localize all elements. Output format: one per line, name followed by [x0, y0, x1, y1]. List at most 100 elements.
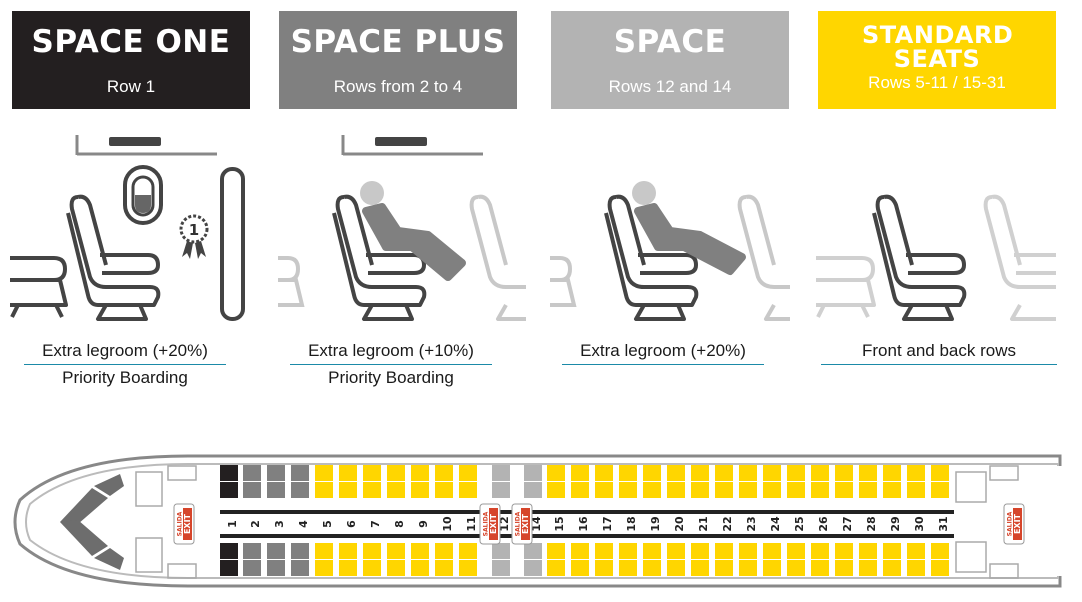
seat-row-22-4[interactable] — [715, 560, 733, 576]
seat-row-9-1[interactable] — [411, 465, 429, 481]
seat-row-25-4[interactable] — [787, 560, 805, 576]
seat-row-5-2[interactable] — [315, 482, 333, 498]
seat-row-22-2[interactable] — [715, 482, 733, 498]
seat-row-17-1[interactable] — [595, 465, 613, 481]
seat-row-29-2[interactable] — [883, 482, 901, 498]
seat-row-25-3[interactable] — [787, 543, 805, 559]
seat-row-27-3[interactable] — [835, 543, 853, 559]
seat-row-22-3[interactable] — [715, 543, 733, 559]
seat-row-12-2[interactable] — [492, 482, 510, 498]
seat-row-21-2[interactable] — [691, 482, 709, 498]
seat-row-12-3[interactable] — [492, 543, 510, 559]
seat-row-2-4[interactable] — [243, 560, 261, 576]
seat-row-10-3[interactable] — [435, 543, 453, 559]
seat-row-15-2[interactable] — [547, 482, 565, 498]
seat-row-11-2[interactable] — [459, 482, 477, 498]
seat-row-18-1[interactable] — [619, 465, 637, 481]
seat-row-7-4[interactable] — [363, 560, 381, 576]
seat-row-31-4[interactable] — [931, 560, 949, 576]
seat-row-30-2[interactable] — [907, 482, 925, 498]
seat-row-20-3[interactable] — [667, 543, 685, 559]
seat-row-29-1[interactable] — [883, 465, 901, 481]
seat-row-30-4[interactable] — [907, 560, 925, 576]
seat-row-8-4[interactable] — [387, 560, 405, 576]
seat-row-12-1[interactable] — [492, 465, 510, 481]
seat-row-4-4[interactable] — [291, 560, 309, 576]
seat-row-25-2[interactable] — [787, 482, 805, 498]
seat-row-19-4[interactable] — [643, 560, 661, 576]
seat-row-14-1[interactable] — [524, 465, 542, 481]
seat-row-6-2[interactable] — [339, 482, 357, 498]
seat-row-23-3[interactable] — [739, 543, 757, 559]
seat-row-24-2[interactable] — [763, 482, 781, 498]
seat-row-29-3[interactable] — [883, 543, 901, 559]
seat-row-27-4[interactable] — [835, 560, 853, 576]
seat-row-28-2[interactable] — [859, 482, 877, 498]
seat-row-10-1[interactable] — [435, 465, 453, 481]
seat-row-23-4[interactable] — [739, 560, 757, 576]
seat-row-20-2[interactable] — [667, 482, 685, 498]
seat-row-12-4[interactable] — [492, 560, 510, 576]
seat-row-11-3[interactable] — [459, 543, 477, 559]
seat-row-3-4[interactable] — [267, 560, 285, 576]
seat-row-18-3[interactable] — [619, 543, 637, 559]
seat-row-31-2[interactable] — [931, 482, 949, 498]
seat-row-14-2[interactable] — [524, 482, 542, 498]
seat-row-4-2[interactable] — [291, 482, 309, 498]
seat-row-3-3[interactable] — [267, 543, 285, 559]
seat-row-4-3[interactable] — [291, 543, 309, 559]
seat-row-18-4[interactable] — [619, 560, 637, 576]
seat-row-23-2[interactable] — [739, 482, 757, 498]
seat-row-27-2[interactable] — [835, 482, 853, 498]
seat-row-21-3[interactable] — [691, 543, 709, 559]
seat-row-26-1[interactable] — [811, 465, 829, 481]
seat-row-5-3[interactable] — [315, 543, 333, 559]
seat-row-14-4[interactable] — [524, 560, 542, 576]
seat-row-9-2[interactable] — [411, 482, 429, 498]
seat-row-18-2[interactable] — [619, 482, 637, 498]
seat-row-8-2[interactable] — [387, 482, 405, 498]
seat-row-19-2[interactable] — [643, 482, 661, 498]
seat-row-23-1[interactable] — [739, 465, 757, 481]
seat-row-11-4[interactable] — [459, 560, 477, 576]
seat-row-8-1[interactable] — [387, 465, 405, 481]
seat-row-6-3[interactable] — [339, 543, 357, 559]
seat-row-7-2[interactable] — [363, 482, 381, 498]
seat-row-10-4[interactable] — [435, 560, 453, 576]
seat-row-20-4[interactable] — [667, 560, 685, 576]
seat-row-11-1[interactable] — [459, 465, 477, 481]
seat-row-6-1[interactable] — [339, 465, 357, 481]
seat-row-15-4[interactable] — [547, 560, 565, 576]
seat-row-16-2[interactable] — [571, 482, 589, 498]
seat-row-26-4[interactable] — [811, 560, 829, 576]
seat-row-17-4[interactable] — [595, 560, 613, 576]
seat-row-2-3[interactable] — [243, 543, 261, 559]
seat-row-25-1[interactable] — [787, 465, 805, 481]
seat-row-28-3[interactable] — [859, 543, 877, 559]
seat-row-9-3[interactable] — [411, 543, 429, 559]
seat-row-29-4[interactable] — [883, 560, 901, 576]
seat-row-7-1[interactable] — [363, 465, 381, 481]
seat-row-20-1[interactable] — [667, 465, 685, 481]
seat-row-17-2[interactable] — [595, 482, 613, 498]
seat-row-2-1[interactable] — [243, 465, 261, 481]
seat-row-28-1[interactable] — [859, 465, 877, 481]
seat-row-1-3[interactable] — [220, 543, 238, 559]
seat-row-17-3[interactable] — [595, 543, 613, 559]
seat-row-28-4[interactable] — [859, 560, 877, 576]
seat-row-15-3[interactable] — [547, 543, 565, 559]
seat-row-16-3[interactable] — [571, 543, 589, 559]
seat-row-16-4[interactable] — [571, 560, 589, 576]
seat-row-2-2[interactable] — [243, 482, 261, 498]
seat-row-24-4[interactable] — [763, 560, 781, 576]
seat-row-22-1[interactable] — [715, 465, 733, 481]
seat-row-24-3[interactable] — [763, 543, 781, 559]
seat-row-19-3[interactable] — [643, 543, 661, 559]
seat-row-16-1[interactable] — [571, 465, 589, 481]
seat-row-31-1[interactable] — [931, 465, 949, 481]
seat-row-7-3[interactable] — [363, 543, 381, 559]
seat-row-30-1[interactable] — [907, 465, 925, 481]
seat-row-10-2[interactable] — [435, 482, 453, 498]
seat-row-24-1[interactable] — [763, 465, 781, 481]
seat-row-3-2[interactable] — [267, 482, 285, 498]
